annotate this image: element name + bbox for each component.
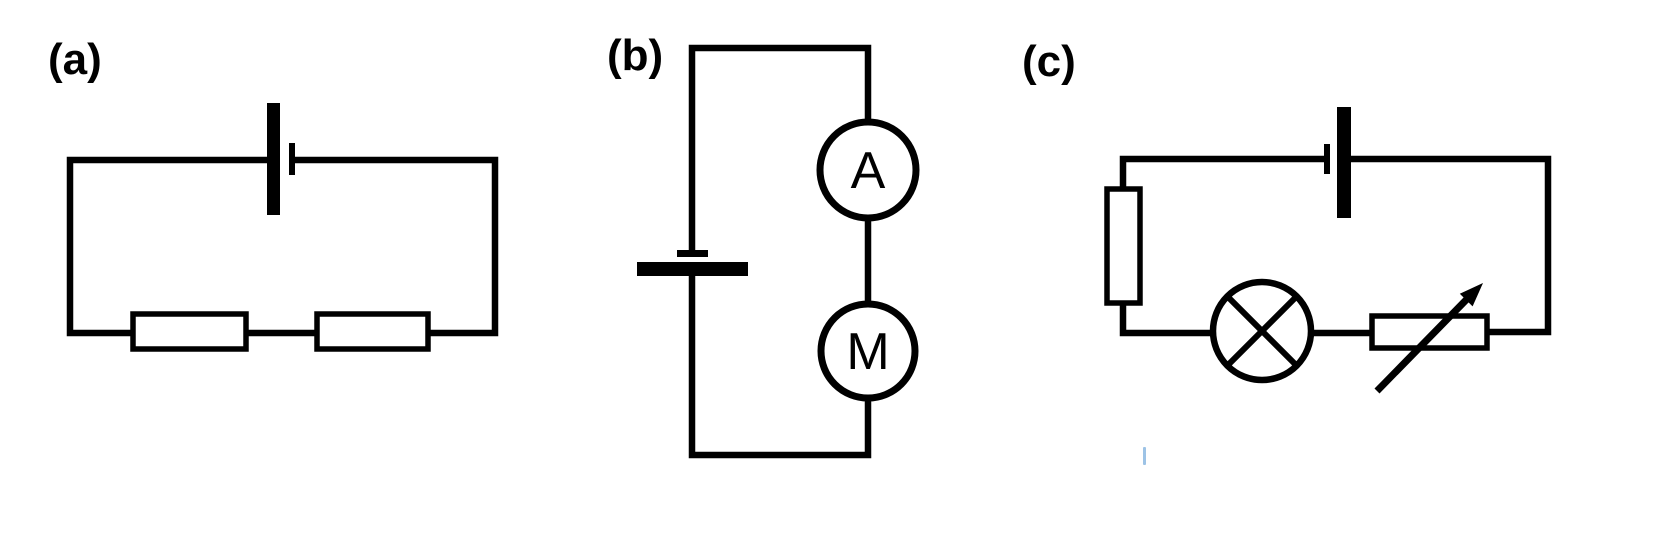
circuit-c: (c) (1022, 37, 1552, 465)
variable-resistor-box (1369, 313, 1490, 351)
lamp-symbol (1209, 278, 1315, 384)
wire (1119, 299, 1217, 337)
wire (66, 156, 268, 337)
ammeter-letter: A (851, 142, 886, 200)
circuit-a-label: (a) (48, 35, 102, 84)
wire (688, 274, 872, 459)
ammeter-symbol: A (816, 118, 920, 222)
circuit-b: (b) A M (607, 31, 920, 459)
circuit-c-label: (c) (1022, 37, 1076, 86)
motor-letter: M (846, 323, 889, 381)
wire (1349, 155, 1552, 336)
resistor-symbol (130, 311, 249, 352)
ammeter-circle (816, 118, 920, 222)
wire (688, 44, 872, 252)
variable-resistor-arrow-head (1459, 283, 1483, 307)
variable-resistor-arrow-shaft (1374, 295, 1471, 394)
battery-cell-symbol (637, 250, 748, 276)
battery-cell-symbol (1324, 107, 1351, 218)
battery-short-plate (677, 250, 708, 257)
battery-long-plate (637, 262, 748, 276)
battery-short-plate (1324, 144, 1330, 174)
wire (1119, 155, 1326, 193)
circuit-b-label: (b) (607, 31, 663, 80)
wire (292, 156, 499, 337)
lamp-cross-line (1225, 294, 1299, 368)
resistor-symbol (1104, 186, 1143, 306)
text-cursor (1143, 447, 1146, 465)
battery-cell-symbol (267, 103, 295, 215)
variable-resistor-symbol (1369, 283, 1490, 394)
battery-short-plate (289, 143, 295, 175)
circuit-a: (a) (48, 35, 499, 352)
motor-symbol: M (817, 300, 919, 402)
battery-long-plate (1337, 107, 1351, 218)
battery-long-plate (267, 103, 280, 215)
motor-circle (817, 300, 919, 402)
resistor-symbol (314, 311, 431, 352)
